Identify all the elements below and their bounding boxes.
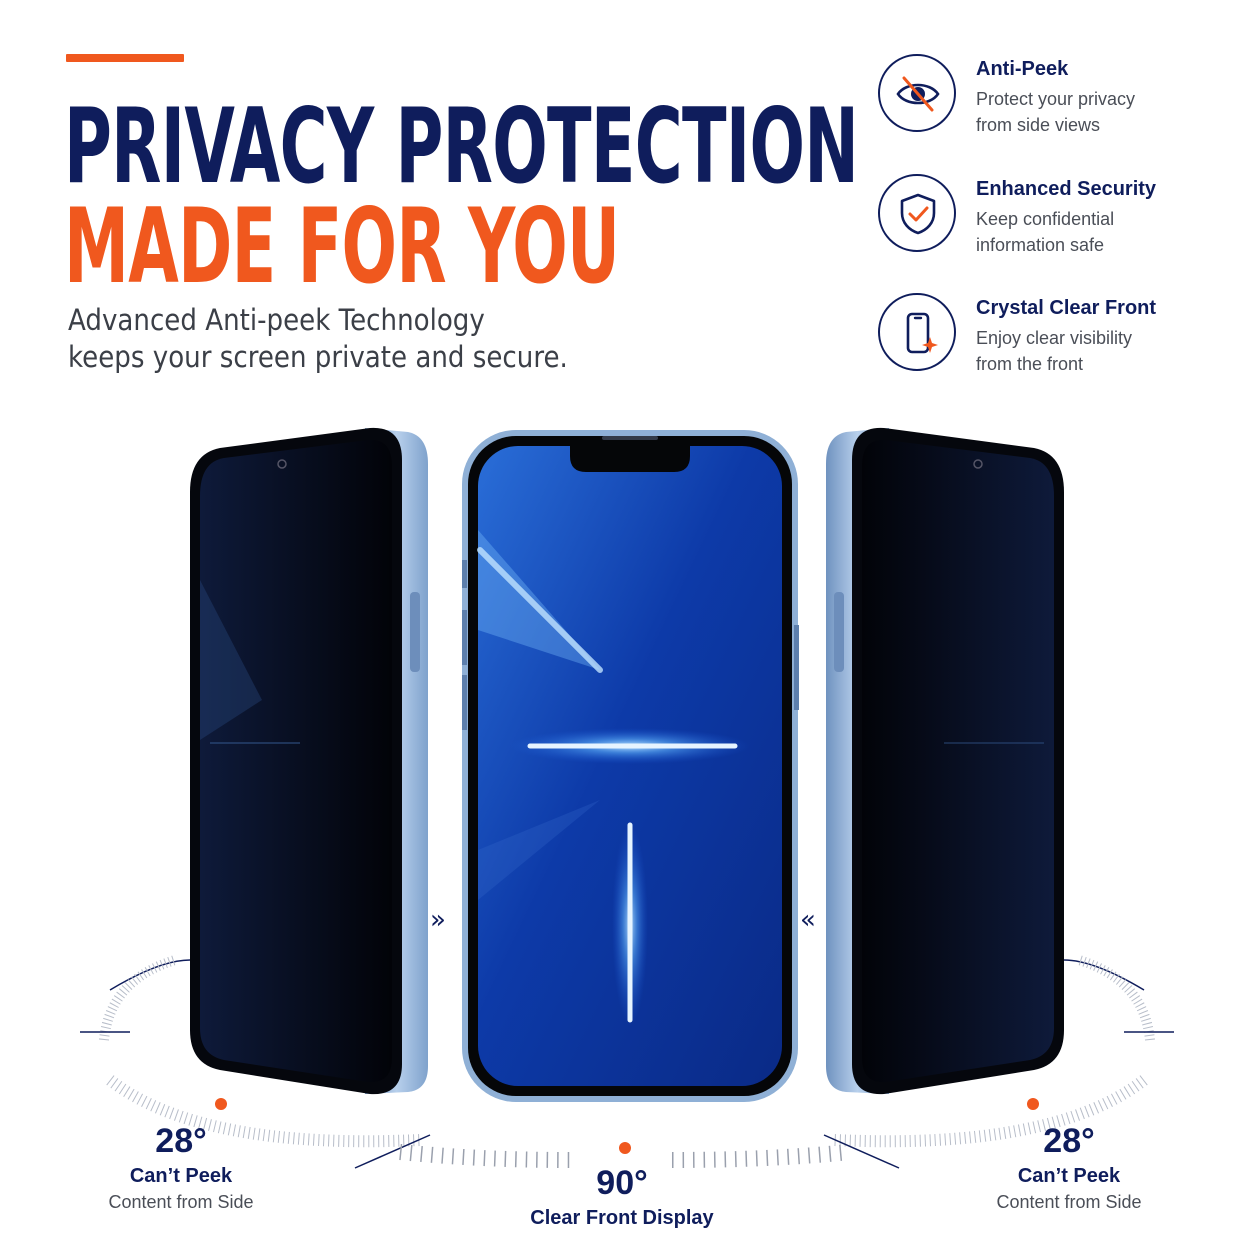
feature-desc-line: Enjoy clear visibility [976,328,1133,348]
subtitle-line-1: Advanced Anti-peek Technology [68,303,485,337]
subtitle-line-2: keeps your screen private and secure. [68,340,568,374]
accent-bar [66,54,184,62]
feature-desc: Keep confidential information safe [976,206,1216,258]
feature-crystal-clear-front: Crystal Clear Front Enjoy clear visibili… [876,293,1226,383]
feature-enhanced-security: Enhanced Security Keep confidential info… [876,174,1226,264]
phone-sparkle-icon [878,293,956,371]
feature-title: Crystal Clear Front [976,297,1157,319]
feature-desc-line: information safe [976,235,1105,255]
metric-center: 90° Clear Front Display [502,1164,742,1230]
phone-center [462,430,799,1102]
angle-arc-right [823,955,1174,1169]
metric-title: Clear Front Display [530,1207,714,1229]
feature-desc-line: Keep confidential [976,209,1115,229]
feature-desc-line: from side views [976,115,1101,135]
phone-right [826,427,1064,1095]
headline-made-for-you: MADE FOR YOU [64,186,620,307]
feature-title: Anti-Peek [976,58,1069,80]
angle-arc-center [399,1142,851,1168]
headline-privacy-protection: PRIVACY PROTECTION [64,86,859,207]
feature-title: Enhanced Security [976,178,1157,200]
feature-desc-line: from the front [976,354,1084,374]
feature-desc: Protect your privacy from side views [976,86,1216,138]
eye-slash-icon [878,54,956,132]
metric-desc: Content from Side [996,1192,1142,1212]
feature-desc-line: Protect your privacy [976,89,1136,109]
chevron-left-icon: « [800,905,816,935]
angle-value: 90° [596,1164,648,1202]
angle-arc-left [80,955,431,1169]
metric-left: 28° Can’t Peek Content from Side [96,1122,266,1213]
metric-desc: Content from Side [108,1192,254,1212]
angle-value: 28° [1043,1122,1095,1160]
metric-title: Can’t Peek [1017,1165,1121,1187]
viewing-angle-graphic: » « [80,427,1174,1169]
feature-anti-peek: Anti-Peek Protect your privacy from side… [876,54,1226,144]
feature-desc: Enjoy clear visibility from the front [976,325,1216,377]
metric-title: Can’t Peek [129,1165,233,1187]
angle-value: 28° [155,1122,207,1160]
subtitle: Advanced Anti-peek Technology keeps your… [68,302,568,376]
phone-left [190,427,428,1095]
phone-illustration: » « [0,400,1254,1254]
metric-right: 28° Can’t Peek Content from Side [984,1122,1154,1213]
phone-screen [478,446,782,1086]
chevron-right-icon: » [430,905,446,935]
shield-check-icon [878,174,956,252]
